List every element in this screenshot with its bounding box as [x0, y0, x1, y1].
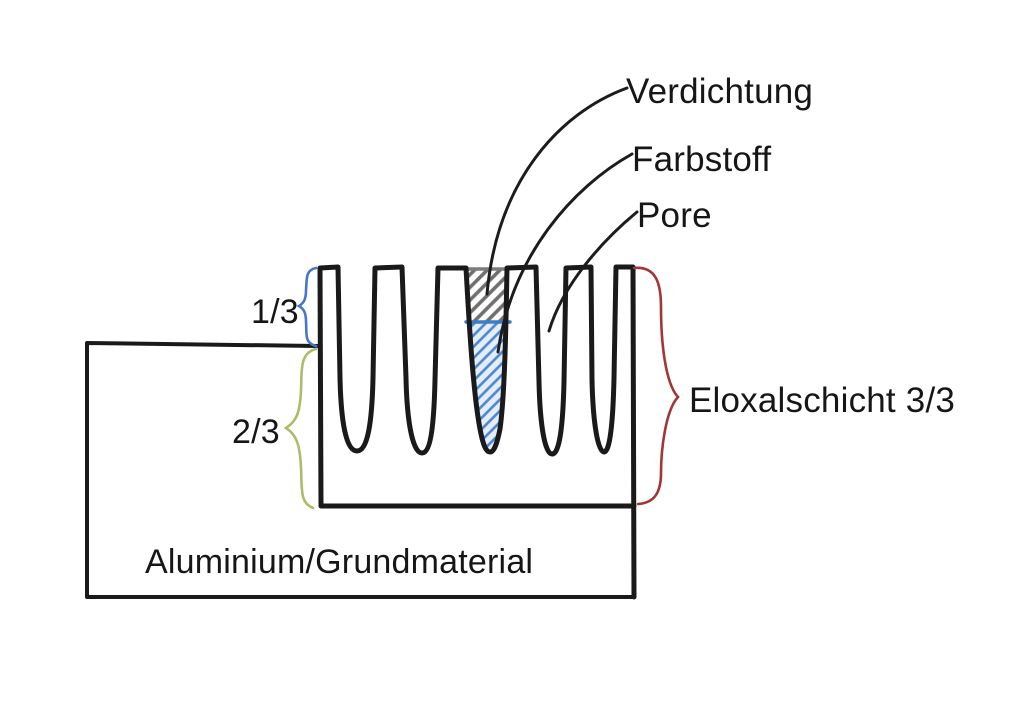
leader-farbstoff: [496, 152, 634, 354]
label-pore: Pore: [637, 196, 712, 235]
leader-pore: [547, 210, 639, 333]
label-fraction-two-thirds: 2/3: [232, 413, 280, 451]
label-farbstoff: Farbstoff: [632, 140, 772, 179]
label-aluminium-grundmaterial: Aluminium/Grundmaterial: [145, 543, 534, 581]
brace-eloxal-layer: [632, 266, 680, 506]
brace-one-third: [296, 266, 318, 348]
brace-two-thirds: [283, 347, 318, 510]
label-eloxalschicht: Eloxalschicht 3/3: [689, 381, 956, 420]
label-verdichtung: Verdichtung: [626, 72, 814, 111]
aluminium-box-outline: [85, 341, 636, 599]
label-fraction-one-third: 1/3: [251, 293, 299, 331]
leader-verdichtung: [485, 86, 629, 296]
